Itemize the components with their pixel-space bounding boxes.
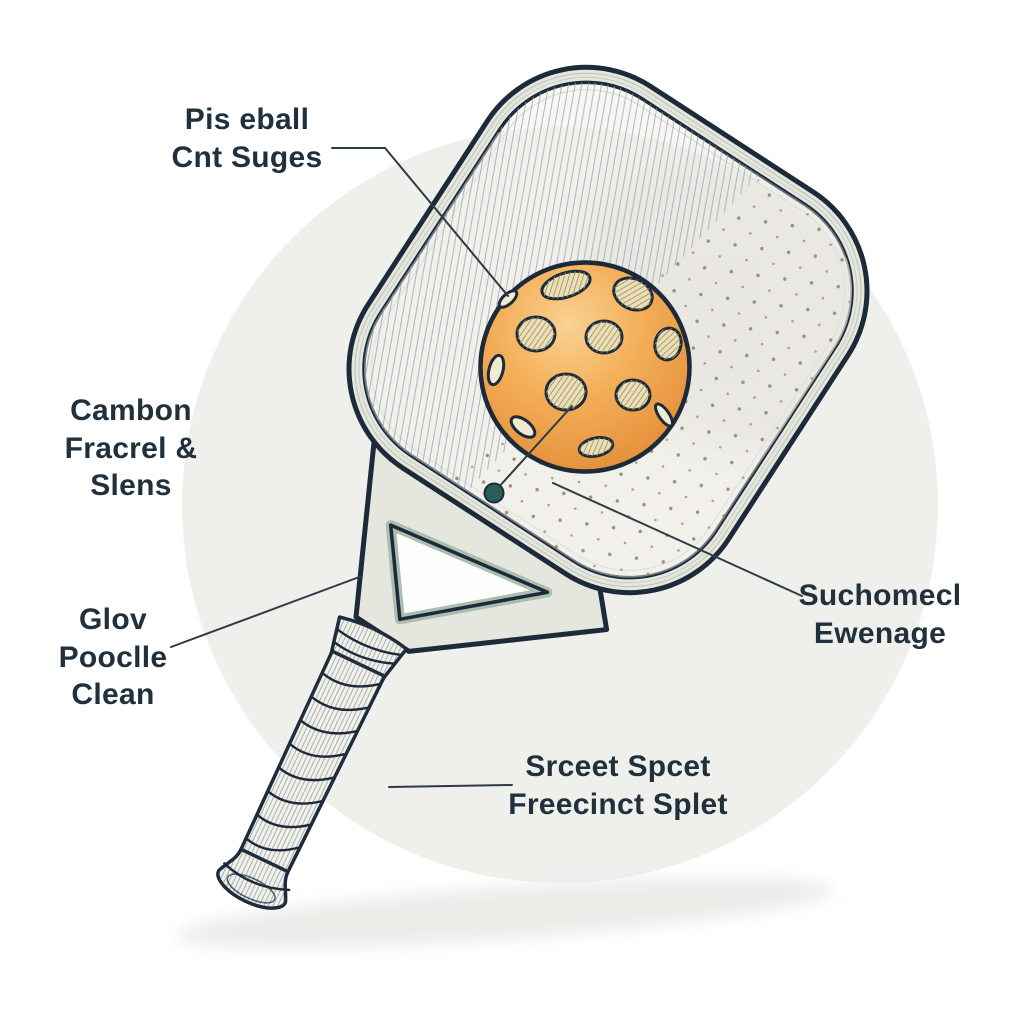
label-surface-line: Ewenage <box>813 616 947 650</box>
edge-laminate-line <box>358 76 858 584</box>
grip-wraps <box>223 627 402 904</box>
label-ball-line: Pis eball <box>184 103 310 136</box>
throat-cutout-outline <box>388 523 550 622</box>
leader-line-grip <box>170 575 363 648</box>
leader-lines <box>170 147 803 788</box>
label-grip-line: Glov <box>79 603 147 636</box>
label-grip: Glov Pooclle Clean <box>59 601 168 714</box>
ball-holes <box>486 269 683 458</box>
label-material: Cambon Fracrel & Slens <box>65 392 198 505</box>
pickleball <box>478 260 692 474</box>
carbon-hatch-texture <box>324 42 760 493</box>
leader-line-sweet-spot <box>388 784 513 788</box>
label-material-line: Fracrel & <box>64 431 198 465</box>
grip-texture <box>211 613 409 917</box>
sweet-spot-dot <box>483 482 505 504</box>
label-material-line: Slens <box>90 469 172 502</box>
label-grip-line: Clean <box>71 678 155 711</box>
label-surface-line: Suchomecl <box>798 579 962 612</box>
leader-line-ball <box>331 147 509 297</box>
paddle-handle <box>211 613 409 917</box>
label-sweet-spot: Srceet Spcet Freecinct Splet <box>508 748 728 823</box>
label-material-line: Cambon <box>70 394 192 427</box>
label-sweet-spot-line: Freecinct Splet <box>508 787 728 821</box>
ground-shadow <box>175 878 835 948</box>
label-surface: Suchomecl Ewenage <box>799 577 962 652</box>
label-ball: Pis eball Cnt Suges <box>171 101 322 176</box>
leader-line-surface <box>552 482 803 597</box>
leader-line-sweet-spot-dot <box>496 405 573 490</box>
label-grip-line: Pooclle <box>58 640 168 674</box>
label-ball-line: Cnt Suges <box>171 140 323 174</box>
label-sweet-spot-line: Srceet Spcet <box>525 750 711 783</box>
edge-laminate-line <box>354 72 862 588</box>
